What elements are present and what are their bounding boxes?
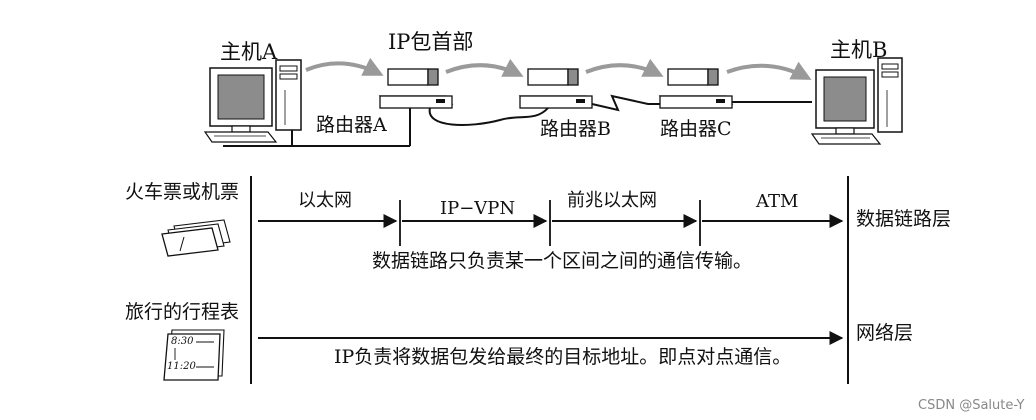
router-a-icon [378,95,454,109]
packet-header-label: IP包首部 [388,30,474,54]
gigabit-link [591,94,660,112]
segment-ipvpn-label: IP−VPN [440,198,516,219]
host-a-computer-icon [203,59,302,143]
host-b-computer-icon [810,57,903,145]
router-c-icon [658,95,734,109]
itinerary-time-1: 8:30 [171,336,194,347]
packet-c-icon [667,68,719,86]
watermark: CSDN @Salute-Y [918,398,1025,413]
ticket-label: 火车票或机票 [125,181,240,203]
packet-flow-arrows [305,57,812,80]
packet-b-icon [527,68,579,86]
network-layer-label: 网络层 [856,322,914,344]
ticket-icon [161,219,231,257]
datalink-caption: 数据链路只负责某一个区间之间的通信传输。 [372,250,753,272]
host-a-label: 主机A [220,40,278,64]
packet-a-icon [387,68,439,86]
segment-gigabit-label: 前兆以太网 [567,190,657,211]
segment-ethernet-label: 以太网 [298,190,352,211]
router-a-label: 路由器A [316,114,387,136]
vpn-loop-link [428,107,549,126]
router-b-icon [518,95,594,109]
segment-atm-label: ATM [756,191,799,212]
router-b-label: 路由器B [540,118,611,140]
itinerary-icon [163,329,225,381]
datalink-layer-label: 数据链路层 [856,208,952,230]
host-b-label: 主机B [830,38,888,62]
itinerary-label: 旅行的行程表 [125,301,240,323]
router-c-label: 路由器C [660,118,732,140]
network-layer-caption: IP负责将数据包发给最终的目标地址。即点对点通信。 [334,346,792,368]
itinerary-time-2: 11:20 [167,361,196,372]
